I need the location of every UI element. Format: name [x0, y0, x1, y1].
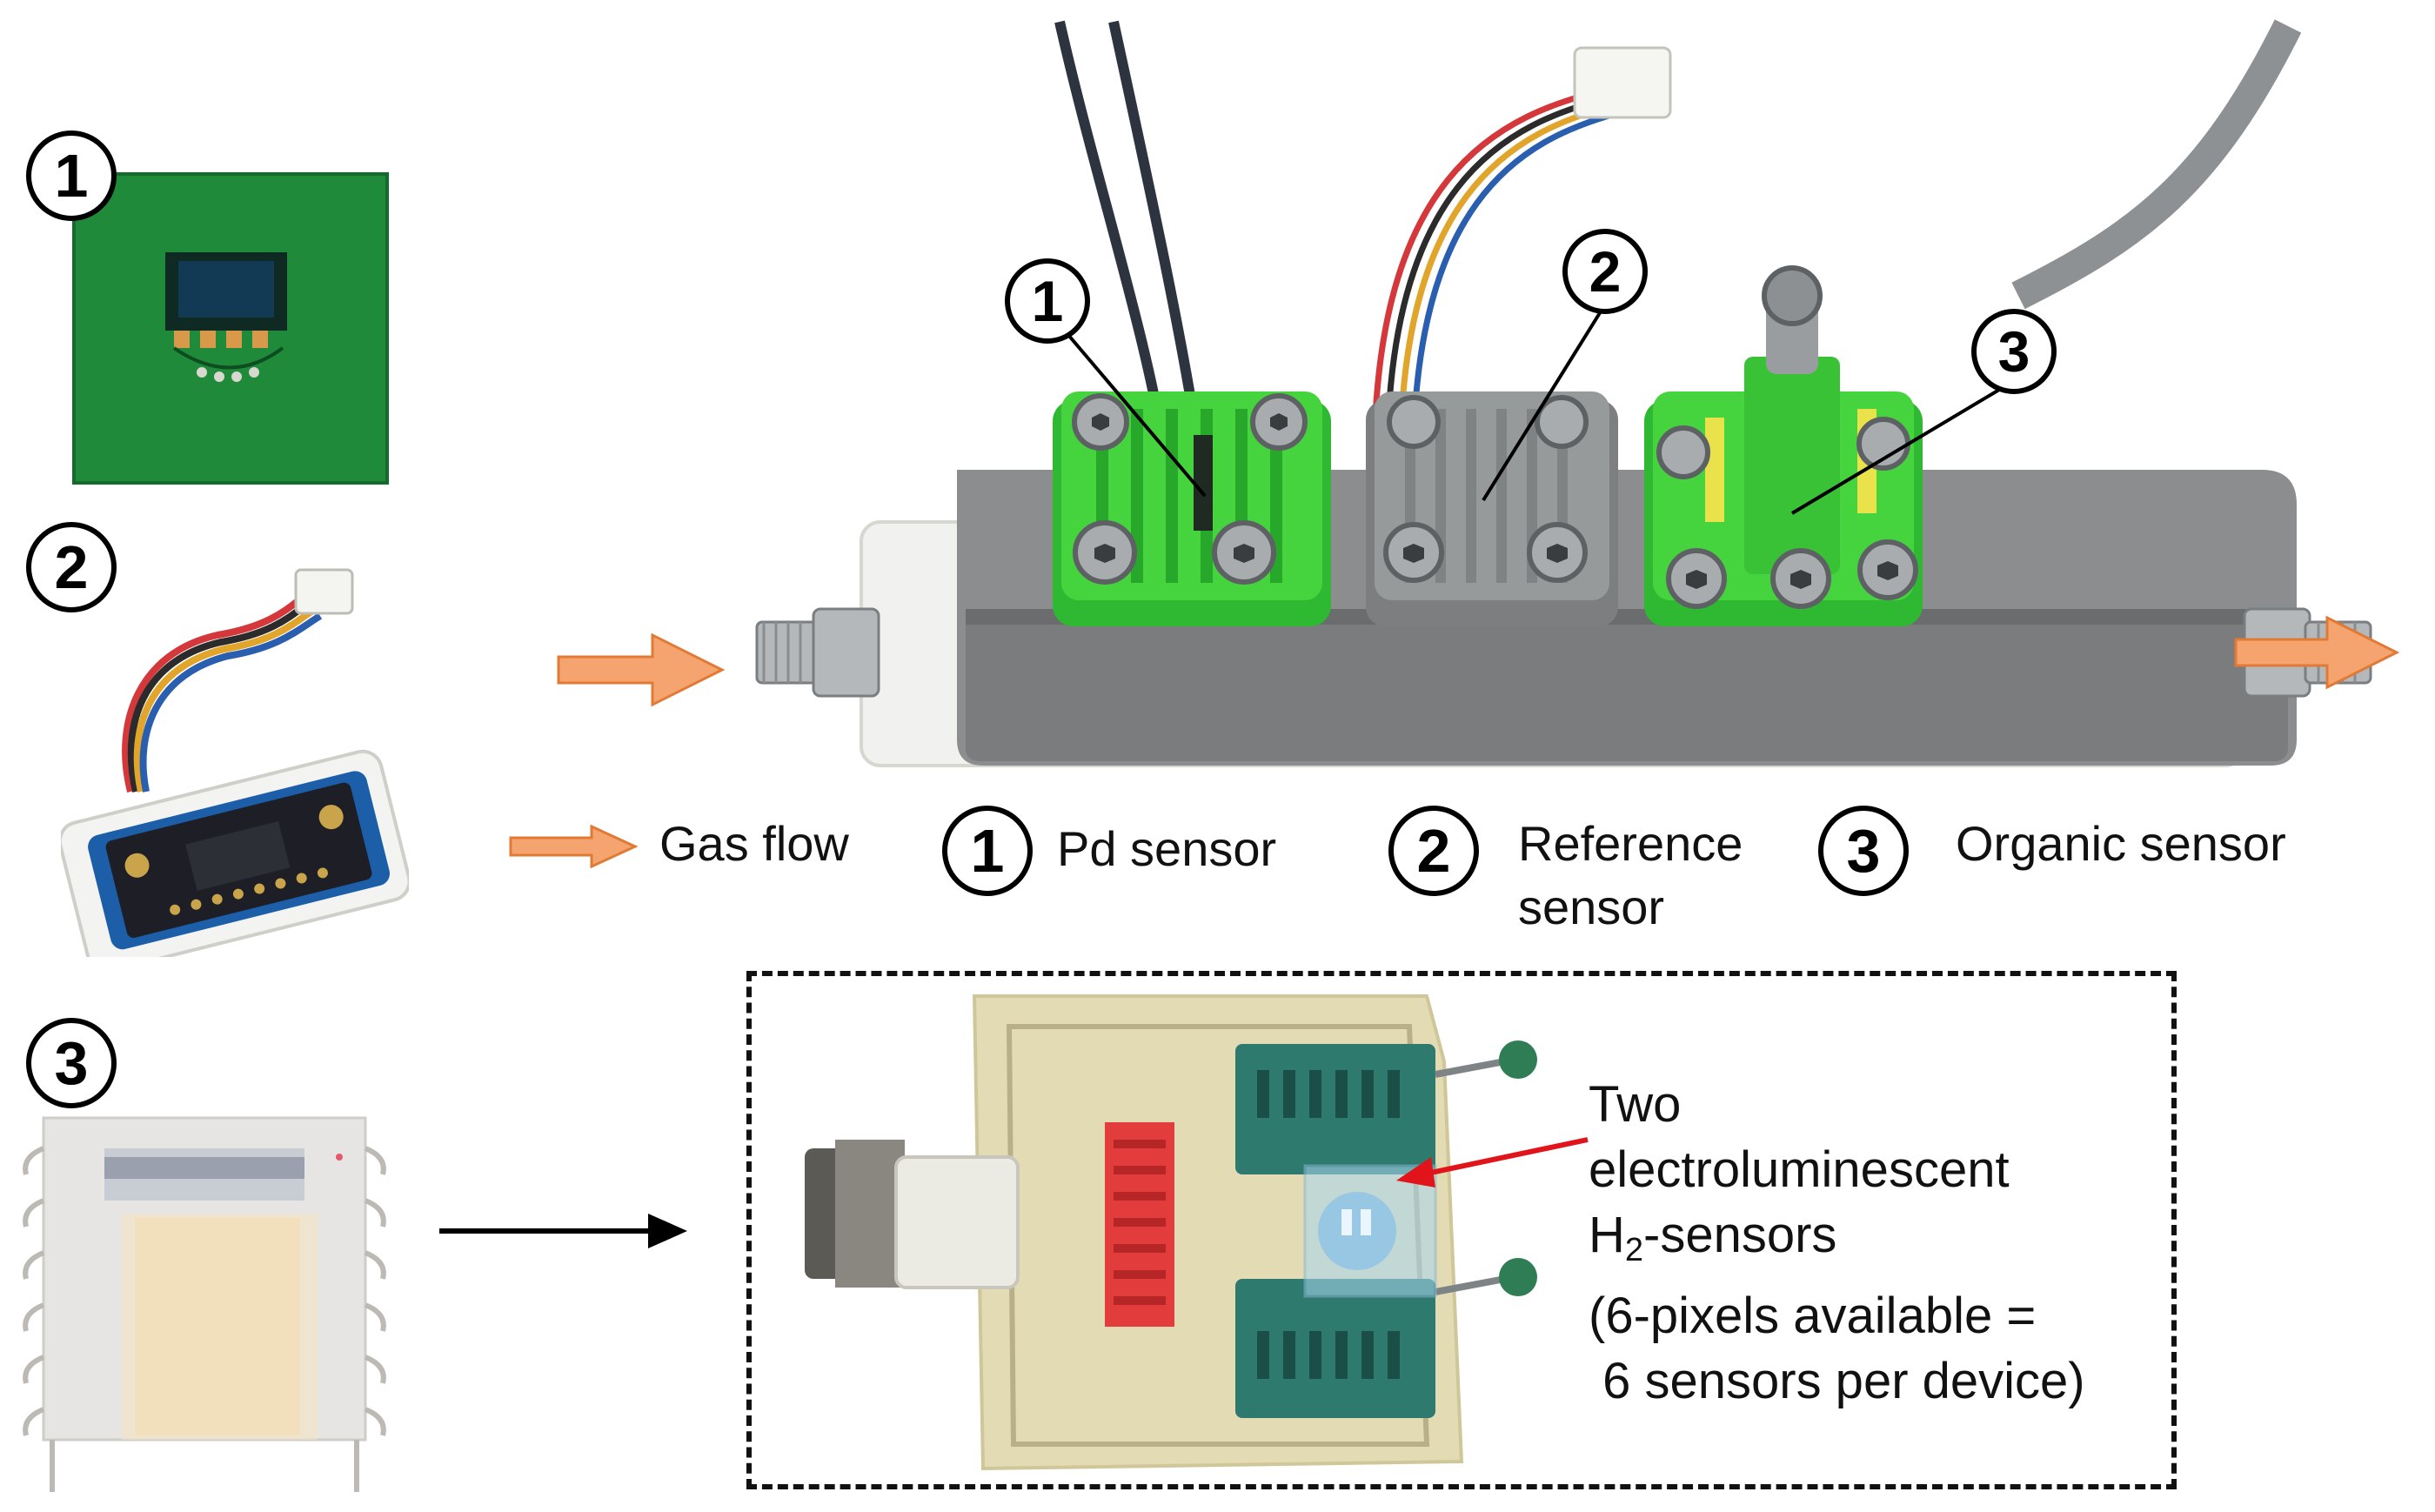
chip-to-inset-arrow	[439, 1214, 687, 1248]
organic-sensor-photo	[17, 1105, 400, 1505]
component-1-badge: 1	[26, 130, 117, 221]
legend-pd-sensor: Pd sensor	[1057, 821, 1277, 876]
legend-badge-3: 3	[1818, 806, 1909, 896]
callout-line-1: Two	[1589, 1076, 1682, 1133]
legend-reference-sensor-line2: sensor	[1518, 880, 1665, 934]
callout-line-5: 6 sensors per device)	[1589, 1353, 2085, 1409]
callout-line-4: (6-pixels available =	[1589, 1288, 2037, 1344]
component-2-badge: 2	[26, 522, 117, 612]
device-badge-3: 3	[1971, 309, 2057, 394]
component-3-badge: 3	[26, 1018, 117, 1108]
legend-gas-flow: Gas flow	[659, 816, 849, 871]
legend-badge-2: 2	[1388, 806, 1479, 896]
gas-flow-legend-arrow	[509, 825, 639, 868]
pd-sensor-photo	[70, 170, 391, 492]
callout-arrow	[1396, 1137, 1589, 1188]
gas-flow-cell-photo	[557, 19, 2400, 767]
reference-sensor-photo	[57, 548, 411, 973]
sensor-callout: Two electroluminescent H2-sensors (6-pix…	[1589, 1072, 2085, 1414]
callout-line-3: H2-sensors	[1589, 1207, 1837, 1268]
test-board-photo	[805, 994, 1537, 1471]
device-badge-2: 2	[1562, 229, 1648, 314]
legend-badge-1: 1	[942, 806, 1033, 896]
legend-organic-sensor: Organic sensor	[1956, 816, 2286, 871]
legend-reference-sensor-line1: Reference	[1518, 816, 1743, 871]
callout-line-2: electroluminescent	[1589, 1141, 2010, 1198]
inset-frame	[746, 971, 2177, 1489]
device-badge-1: 1	[1005, 258, 1090, 344]
